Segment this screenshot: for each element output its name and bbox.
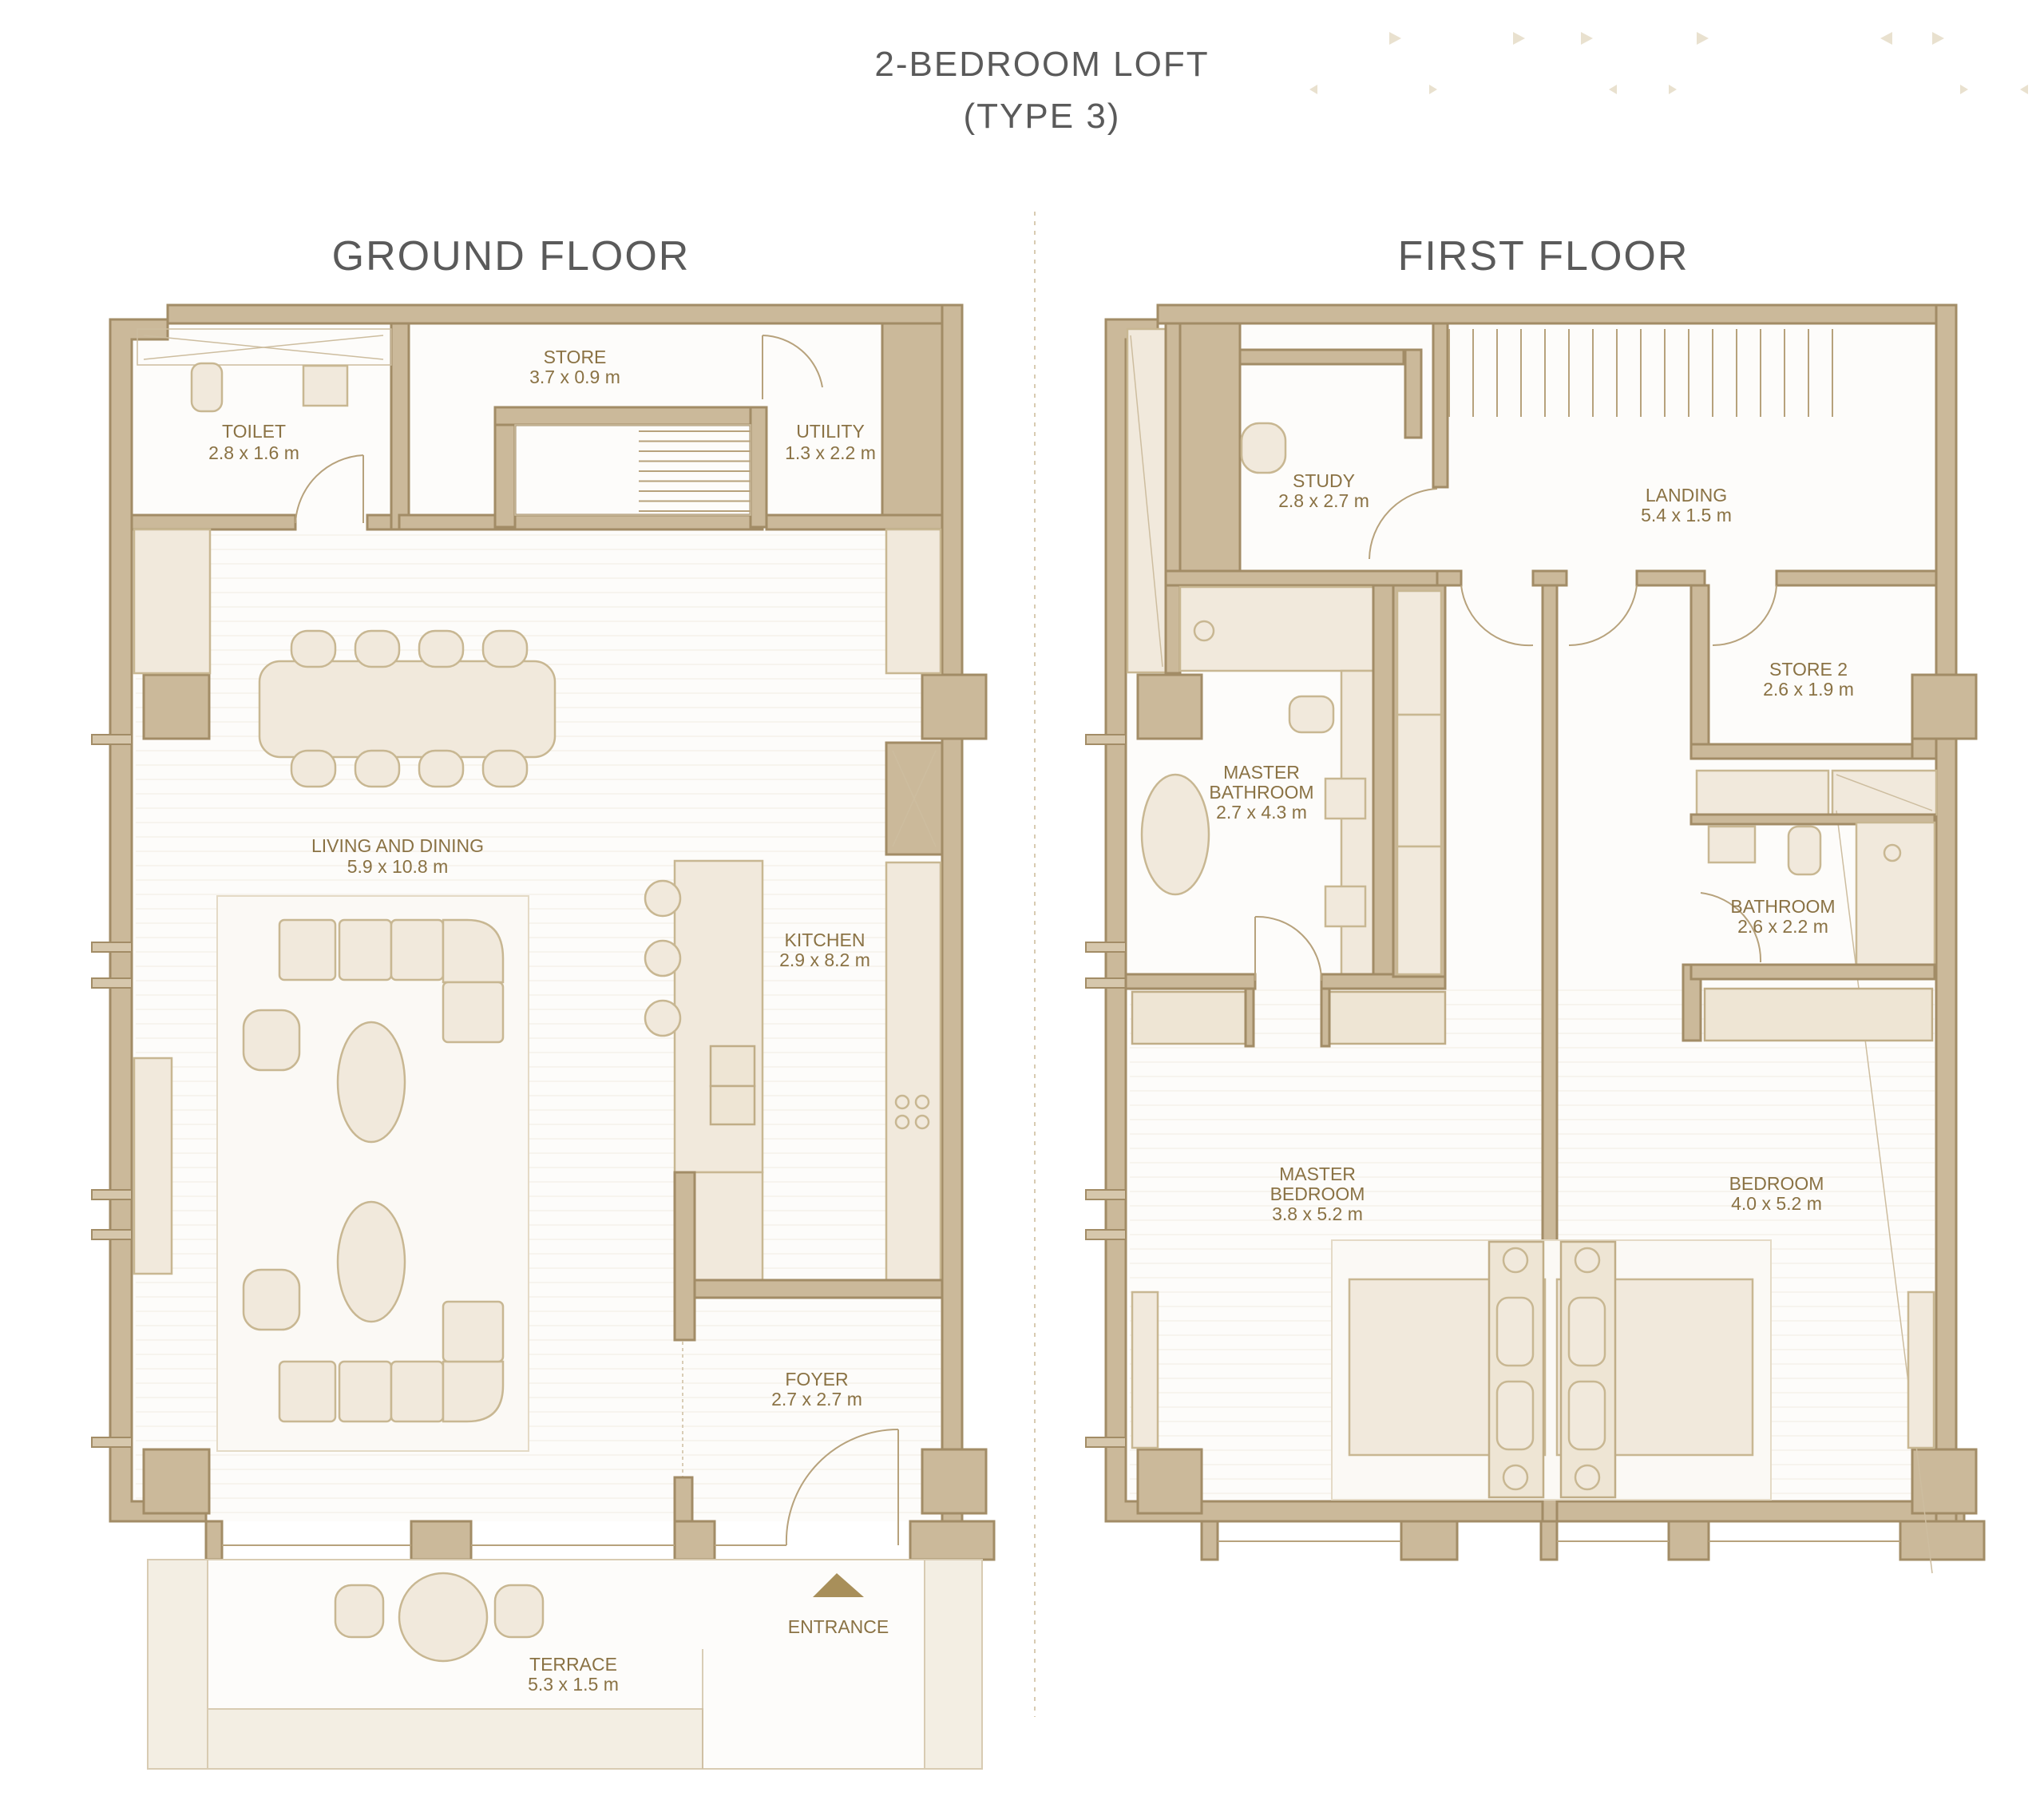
room-dim-living: 5.9 x 10.8 m	[347, 856, 449, 877]
room-name-foyer: FOYER	[785, 1369, 848, 1390]
first-floor-label: FIRST FLOOR	[1398, 233, 1689, 280]
room-name-master-bed-1: MASTER	[1279, 1164, 1356, 1184]
room-name-terrace: TERRACE	[529, 1654, 617, 1675]
entrance-label: ENTRANCE	[788, 1616, 889, 1637]
living-area	[216, 895, 529, 1452]
ground-floor-plan: TOILET 2.8 x 1.6 m STORE 3.7 x 0.9 m UTI…	[91, 303, 996, 1770]
room-name-landing: LANDING	[1646, 485, 1727, 506]
room-name-study: STUDY	[1293, 470, 1355, 491]
plan-subtitle: (TYPE 3)	[964, 97, 1121, 136]
room-name-toilet: TOILET	[222, 421, 286, 442]
room-name-master-bed-2: BEDROOM	[1270, 1183, 1365, 1204]
room-name-bathroom: BATHROOM	[1730, 896, 1835, 917]
room-dim-landing: 5.4 x 1.5 m	[1641, 505, 1732, 525]
room-name-utility: UTILITY	[796, 421, 865, 442]
decorative-pattern	[1309, 32, 2028, 94]
dining-table	[258, 629, 557, 788]
beds	[1131, 1239, 1935, 1501]
room-name-master-bath-2: BATHROOM	[1209, 782, 1313, 803]
room-dim-bathroom: 2.6 x 2.2 m	[1737, 916, 1828, 937]
room-dim-store: 3.7 x 0.9 m	[529, 367, 620, 387]
first-floor-stairs	[1448, 329, 1833, 417]
room-name-master-bath-1: MASTER	[1223, 762, 1300, 783]
ground-outer-wall	[109, 318, 208, 1523]
first-floor-plan: STUDY 2.8 x 2.7 m LANDING 5.4 x 1.5 m ST…	[1085, 303, 1986, 1574]
room-dim-master-bath: 2.7 x 4.3 m	[1216, 802, 1307, 823]
ground-floor-label: GROUND FLOOR	[332, 233, 691, 280]
room-dim-bedroom: 4.0 x 5.2 m	[1731, 1193, 1822, 1214]
room-name-store2: STORE 2	[1769, 659, 1848, 680]
room-name-store: STORE	[544, 347, 607, 367]
first-outer-wall	[1104, 318, 1966, 1523]
room-name-bedroom: BEDROOM	[1729, 1173, 1824, 1194]
room-dim-toilet: 2.8 x 1.6 m	[208, 442, 299, 463]
room-dim-master-bed: 3.8 x 5.2 m	[1272, 1203, 1363, 1224]
room-dim-kitchen: 2.9 x 8.2 m	[779, 950, 870, 970]
room-dim-terrace: 5.3 x 1.5 m	[528, 1674, 619, 1695]
room-dim-foyer: 2.7 x 2.7 m	[771, 1389, 862, 1409]
room-dim-store2: 2.6 x 1.9 m	[1763, 679, 1854, 700]
room-name-living: LIVING AND DINING	[311, 835, 484, 856]
room-dim-utility: 1.3 x 2.2 m	[785, 442, 876, 463]
plan-title: 2-BEDROOM LOFT	[874, 45, 1209, 84]
room-name-kitchen: KITCHEN	[785, 930, 866, 950]
ground-stairs	[639, 430, 751, 512]
room-dim-study: 2.8 x 2.7 m	[1278, 490, 1369, 511]
kitchen-island	[644, 859, 944, 1342]
terrace	[147, 1559, 983, 1770]
